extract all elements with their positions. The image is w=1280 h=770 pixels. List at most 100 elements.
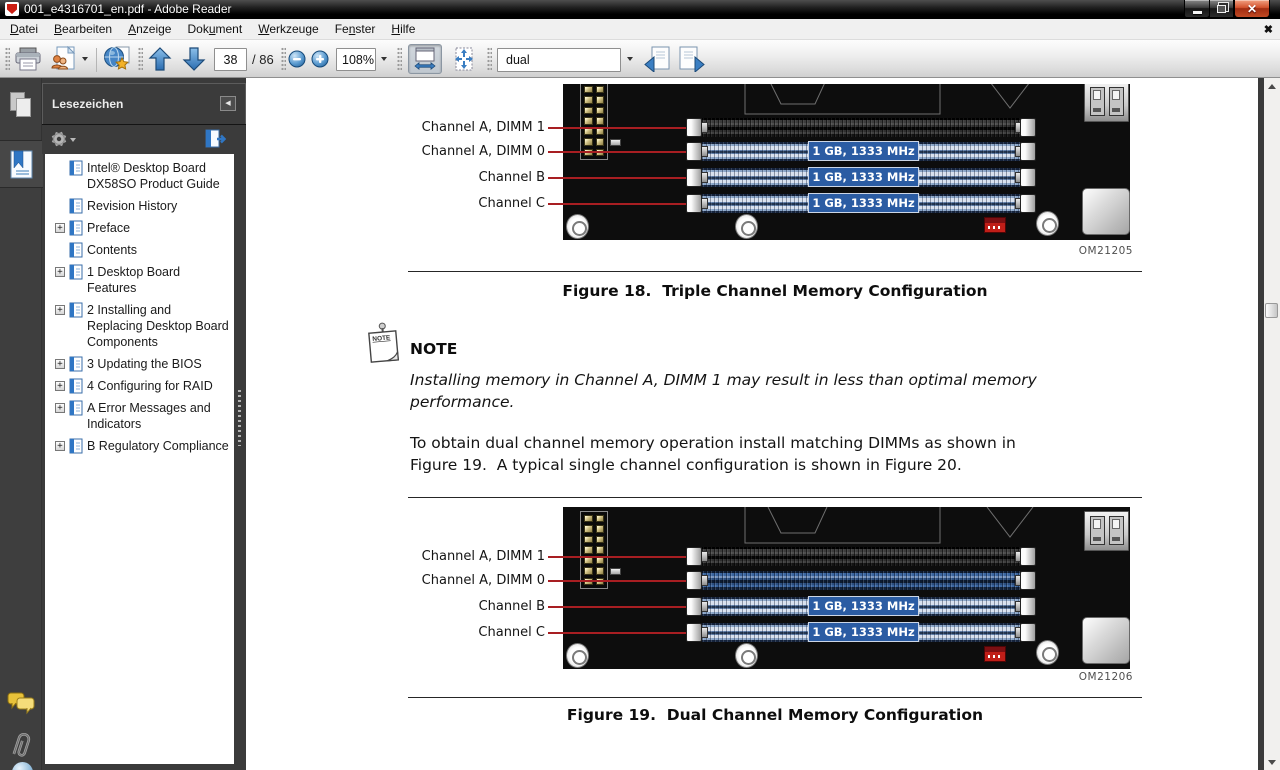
search-input[interactable]: dual (497, 48, 621, 72)
expand-plus-icon[interactable]: + (55, 305, 65, 315)
sticky-note-icon[interactable] (12, 762, 33, 770)
expand-plus-icon[interactable]: + (55, 359, 65, 369)
plus-icon (311, 50, 329, 68)
bookmark-label[interactable]: 2 Installing and Replacing Desktop Board… (87, 303, 229, 349)
toolbar-grip[interactable] (138, 47, 143, 71)
bookmark-label[interactable]: Preface (87, 221, 131, 235)
pages-panel-icon[interactable] (10, 92, 34, 119)
menu-hilfe[interactable]: Hilfe (391, 22, 416, 36)
mounting-hole (1036, 640, 1059, 665)
window-title: 001_e4316701_en.pdf - Adobe Reader (24, 2, 232, 16)
mounting-hole (566, 643, 589, 668)
previous-page-button[interactable] (146, 45, 174, 73)
dimm-clip (686, 623, 702, 642)
dimm-size-label: 1 GB, 1333 MHz (808, 622, 919, 642)
scrollbar-thumb[interactable] (1265, 303, 1278, 318)
expand-plus-icon[interactable]: + (55, 267, 65, 277)
bookmark-item[interactable]: Revision History (45, 198, 234, 214)
scroll-up-button[interactable] (1264, 78, 1280, 94)
mounting-hole (1036, 211, 1059, 236)
toolbar-grip[interactable] (5, 47, 10, 71)
expand-plus-icon[interactable]: + (55, 223, 65, 233)
comments-icon[interactable] (7, 691, 37, 722)
zoom-level-input[interactable]: 108% (336, 48, 376, 71)
connector-pad (595, 546, 604, 554)
menu-fenster[interactable]: Fenster (334, 22, 376, 36)
bookmark-item[interactable]: +1 Desktop Board Features (45, 264, 234, 296)
find-next-button[interactable] (676, 46, 708, 72)
connector-pad (595, 127, 604, 136)
minimize-button[interactable] (1184, 0, 1209, 18)
menu-datei[interactable]: Datei (10, 22, 39, 36)
bookmark-item[interactable]: +4 Configuring for RAID (45, 378, 234, 394)
zoom-dropdown-arrow[interactable] (381, 57, 387, 61)
restore-button[interactable] (1209, 0, 1234, 18)
dimm-slot: 1 GB, 1333 MHz (702, 622, 1020, 642)
dimm-size-label: 1 GB, 1333 MHz (808, 167, 919, 187)
close-document-icon[interactable]: ✖ (1263, 24, 1273, 36)
expand-plus-icon[interactable]: + (55, 441, 65, 451)
bookmarks-panel-tab[interactable] (0, 140, 43, 188)
page-number-input[interactable]: 38 (214, 48, 247, 71)
figure-id-label: OM21205 (1078, 245, 1133, 257)
title-bar[interactable]: 001_e4316701_en.pdf - Adobe Reader ✕ (0, 0, 1280, 19)
bookmark-item[interactable]: + Preface (45, 220, 234, 236)
search-dropdown-arrow[interactable] (627, 57, 633, 61)
note-text: Installing memory in Channel A, DIMM 1 m… (410, 371, 1037, 411)
document-page[interactable]: 1 GB, 1333 MHz 1 GB, 1333 MHz 1 GB, 1333… (246, 78, 1258, 770)
panel-resize-handle[interactable] (238, 390, 241, 446)
find-previous-button[interactable] (641, 46, 673, 72)
print-button[interactable] (14, 46, 42, 72)
bookmark-item[interactable]: +2 Installing and Replacing Desktop Boar… (45, 302, 234, 350)
bookmark-item[interactable]: + A Error Messages and Indicators (45, 400, 234, 432)
bookmark-label[interactable]: 1 Desktop Board Features (87, 265, 181, 295)
bookmark-label[interactable]: A Error Messages and Indicators (87, 401, 211, 431)
bookmark-page-icon (69, 302, 83, 323)
bookmark-label[interactable]: 4 Configuring for RAID (87, 379, 213, 393)
share-button[interactable] (48, 46, 78, 72)
bookmark-label[interactable]: B Regulatory Compliance (87, 439, 229, 453)
bookmark-item[interactable]: Intel® Desktop Board DX58SO Product Guid… (45, 160, 234, 192)
callout-line (548, 631, 687, 634)
bookmark-item[interactable]: + B Regulatory Compliance (45, 438, 234, 454)
options-gear-button[interactable] (50, 130, 76, 149)
bookmark-item[interactable]: +3 Updating the BIOS (45, 356, 234, 372)
dimm-clip (686, 571, 702, 590)
menu-anzeige[interactable]: Anzeige (128, 22, 172, 36)
callout-line (548, 579, 687, 582)
bookmark-item[interactable]: Contents (45, 242, 234, 258)
callout-line (548, 150, 687, 153)
close-button[interactable]: ✕ (1234, 0, 1270, 18)
menu-werkzeuge[interactable]: Werkzeuge (258, 22, 319, 36)
paperclip-attachments-icon[interactable] (9, 730, 35, 765)
vertical-scrollbar[interactable] (1264, 78, 1280, 770)
bookmark-label[interactable]: Intel® Desktop Board DX58SO Product Guid… (87, 161, 220, 191)
zoom-in-button[interactable] (311, 50, 329, 68)
bookmark-label[interactable]: Contents (87, 243, 138, 257)
expand-plus-icon[interactable]: + (55, 403, 65, 413)
bookmark-label[interactable]: 3 Updating the BIOS (87, 357, 202, 371)
bookmark-label[interactable]: Revision History (87, 199, 178, 213)
share-dropdown-arrow[interactable] (82, 57, 88, 61)
scroll-down-button[interactable] (1264, 754, 1280, 770)
bookmarks-tree: Intel® Desktop Board DX58SO Product Guid… (45, 154, 234, 764)
collaboration-button[interactable] (102, 46, 132, 72)
motherboard-diagram: 1 GB, 1333 MHz 1 GB, 1333 MHz 1 GB, 1333… (563, 84, 1130, 240)
toolbar-grip[interactable] (281, 47, 286, 71)
go-to-bookmark-button[interactable] (204, 129, 227, 149)
caption-rule (408, 697, 1142, 698)
collapse-panel-button[interactable]: ◀ (220, 96, 236, 111)
zoom-out-button[interactable] (288, 50, 306, 68)
next-page-button[interactable] (180, 45, 208, 73)
fit-width-icon (414, 47, 436, 71)
channel-label: Channel C (478, 195, 545, 211)
expand-plus-icon[interactable]: + (55, 381, 65, 391)
toolbar-grip[interactable] (397, 47, 402, 71)
toolbar-grip[interactable] (487, 47, 492, 71)
chipset-heatsink (1082, 617, 1130, 664)
menu-dokument[interactable]: Dokument (187, 22, 243, 36)
fit-page-button[interactable] (447, 44, 481, 74)
menu-bearbeiten[interactable]: Bearbeiten (54, 22, 113, 36)
scrolling-mode-button[interactable] (408, 44, 442, 74)
page-number-value: 38 (223, 52, 238, 67)
